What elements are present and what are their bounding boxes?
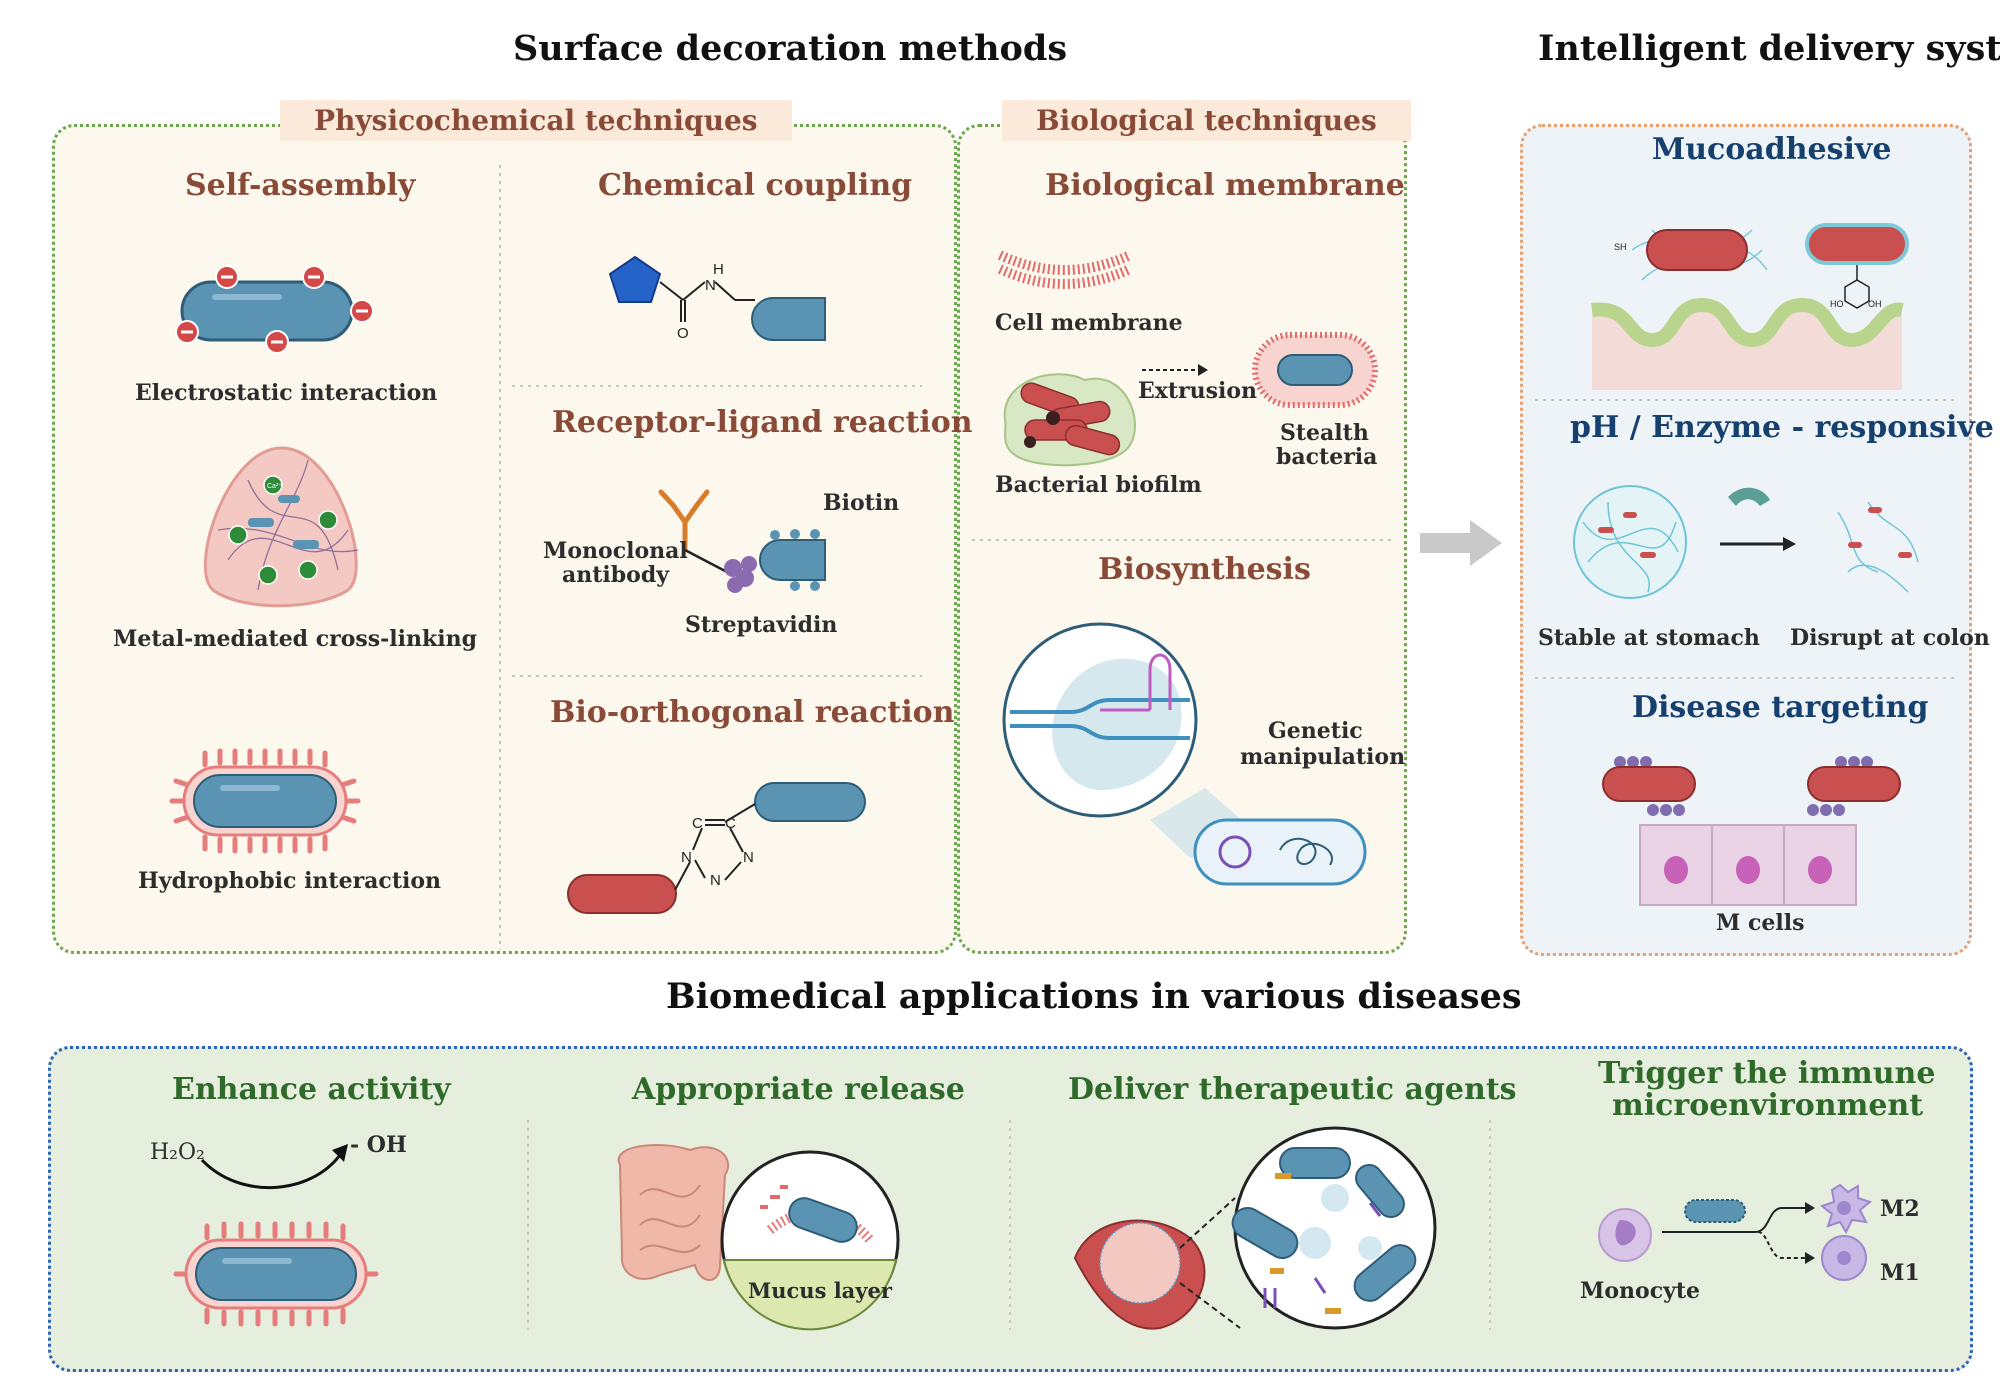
antibody-label-1: Monoclonal — [543, 538, 688, 564]
chemical-coupling-title: Chemical coupling — [598, 168, 913, 203]
genetic-label-1: Genetic — [1268, 718, 1363, 744]
h2o2-label: H₂O₂ — [150, 1140, 205, 1165]
electrostatic-bacterium — [175, 265, 374, 354]
responsive-illustration — [1573, 485, 1919, 599]
flow-arrow — [1420, 520, 1502, 566]
metal-ion-label: Ca²⁺ — [267, 483, 282, 490]
targeting-illustration — [1602, 756, 1901, 906]
hydrophobic-bacterium — [169, 748, 361, 854]
electrostatic-label: Electrostatic interaction — [135, 380, 438, 406]
stealth-label-1: Stealth — [1280, 420, 1369, 446]
sh-label: SH — [1614, 242, 1627, 252]
atom-n1: N — [681, 849, 692, 866]
immune-illustration — [1598, 1183, 1873, 1281]
biomedical-title: Biomedical applications in various disea… — [666, 976, 1522, 1017]
biosynthesis-title: Biosynthesis — [1098, 552, 1311, 587]
cell-membrane-strip — [997, 250, 1133, 289]
genetic-manipulation-illustration — [1002, 622, 1367, 886]
antibody-label-2: antibody — [562, 562, 669, 588]
physicochemical-tag: Physicochemical techniques — [280, 100, 792, 141]
bio-orthogonal-title: Bio-orthogonal reaction — [550, 695, 955, 730]
m-cells-label: M cells — [1716, 910, 1805, 936]
biological-tag: Biological techniques — [1002, 100, 1411, 141]
enhance-bacterium — [173, 1221, 379, 1327]
oh-product-label: - OH — [350, 1132, 407, 1158]
metal-label: Metal-mediated cross-linking — [113, 626, 477, 652]
oh-label: OH — [1868, 299, 1882, 309]
release-title: Appropriate release — [632, 1072, 965, 1107]
atom-h: H — [713, 261, 724, 278]
bio-orthogonal-structure: C C N N N — [567, 782, 866, 914]
receptor-ligand-title: Receptor-ligand reaction — [552, 405, 973, 440]
mucoadhesive-title: Mucoadhesive — [1652, 132, 1892, 167]
m2-label: M2 — [1880, 1196, 1920, 1222]
monocyte-label: Monocyte — [1580, 1278, 1701, 1304]
atom-c2: C — [725, 815, 736, 832]
metal-crosslink-cluster: Ca²⁺ — [203, 446, 359, 608]
biotin-label: Biotin — [823, 490, 900, 516]
atom-o: O — [677, 325, 689, 342]
surface-title: Surface decoration methods — [513, 28, 1068, 69]
enhance-title: Enhance activity — [172, 1072, 451, 1107]
immune-title-2: microenvironment — [1612, 1088, 1924, 1123]
extrusion-label: Extrusion — [1138, 378, 1258, 404]
m1-label: M1 — [1880, 1260, 1920, 1286]
responsive-title: pH / Enzyme - responsive — [1570, 410, 1994, 445]
stealth-label-2: bacteria — [1276, 444, 1378, 470]
atom-c1: C — [692, 815, 703, 832]
stealth-bacteria — [1252, 332, 1378, 408]
ho-label: HO — [1830, 299, 1844, 309]
cell-membrane-label: Cell membrane — [995, 310, 1183, 336]
deliver-title: Deliver therapeutic agents — [1068, 1072, 1517, 1107]
streptavidin-label: Streptavidin — [685, 612, 838, 638]
self-assembly-title: Self-assembly — [185, 168, 416, 203]
biological-membrane-title: Biological membrane — [1045, 168, 1405, 203]
atom-n2: N — [743, 849, 754, 866]
atom-n3: N — [710, 872, 721, 889]
hydrophobic-label: Hydrophobic interaction — [138, 868, 442, 894]
biofilm-label: Bacterial biofilm — [995, 472, 1202, 498]
mucoadhesive-illustration: SH HO OH — [1591, 223, 1909, 390]
mucus-label: Mucus layer — [748, 1278, 893, 1303]
extrusion-arrow — [1142, 364, 1208, 376]
targeting-title: Disease targeting — [1632, 690, 1929, 725]
chemical-coupling-structure: H N O — [608, 255, 826, 342]
genetic-label-2: manipulation — [1240, 744, 1406, 770]
receptor-ligand-illustration — [658, 489, 826, 593]
stable-label: Stable at stomach — [1538, 625, 1760, 651]
deliver-illustration — [1073, 1126, 1437, 1330]
disrupt-label: Disrupt at colon — [1790, 625, 1990, 651]
atom-n: N — [705, 277, 716, 294]
release-illustration: Mucus layer — [617, 1144, 900, 1331]
immune-title-1: Trigger the immune — [1598, 1056, 1936, 1091]
enhance-arrow — [200, 1144, 348, 1189]
intelligent-title: Intelligent delivery system — [1538, 28, 2000, 69]
bacterial-biofilm — [1003, 373, 1136, 467]
